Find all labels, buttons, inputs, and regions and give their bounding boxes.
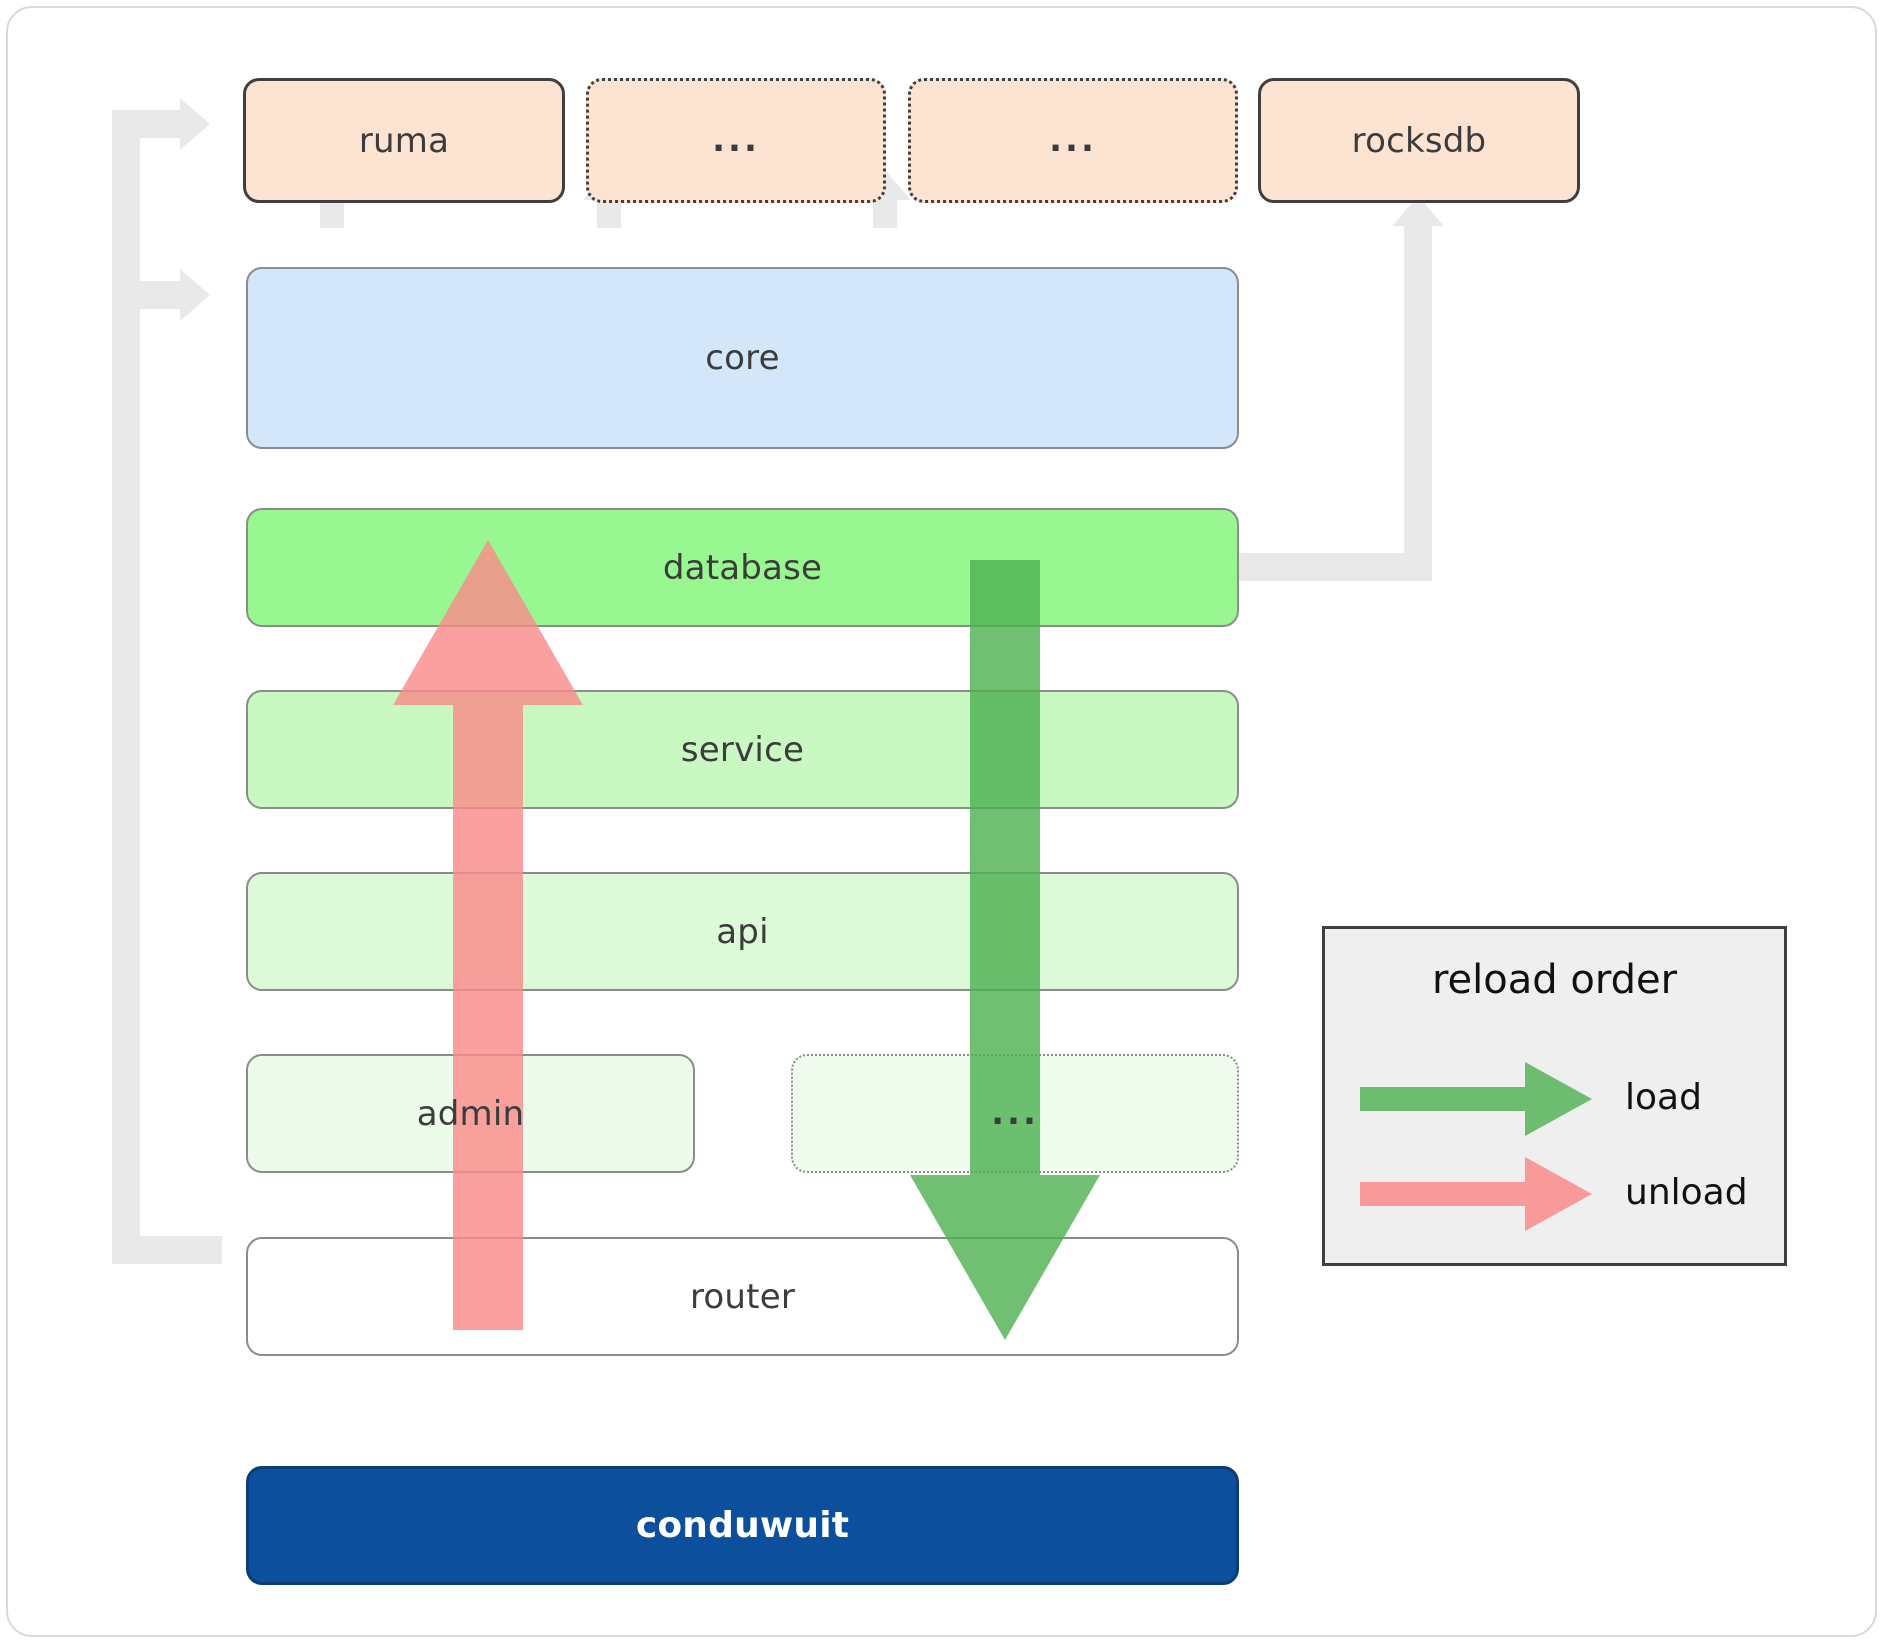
layer-box-service[interactable]: service [246, 690, 1239, 809]
legend-box: reload order load unload [1322, 926, 1787, 1266]
unload-arrow [388, 540, 588, 1330]
layer-box-router[interactable]: router [246, 1237, 1239, 1356]
legend-unload-label: unload [1625, 1172, 1748, 1213]
layer-label: api [716, 911, 769, 952]
binary-label: conduwuit [635, 1505, 850, 1546]
layer-box-core[interactable]: core [246, 267, 1239, 449]
dependency-label: rocksdb [1351, 120, 1487, 161]
layer-label: core [705, 338, 780, 378]
connector-branch-to-ruma [112, 110, 182, 138]
dependency-box-rocksdb[interactable]: rocksdb [1258, 78, 1580, 203]
layer-label: database [662, 547, 823, 588]
legend-load-label: load [1625, 1077, 1702, 1118]
connector-arrowhead-core [180, 269, 210, 321]
legend-title: reload order [1431, 957, 1678, 1003]
connector-branch-to-core [112, 281, 182, 309]
dependency-box-ruma[interactable]: ruma [243, 78, 565, 203]
connector-database-to-rocksdb-vertical [1404, 222, 1432, 581]
connector-branch-bottom [112, 1236, 222, 1264]
load-arrow [905, 560, 1105, 1340]
layer-label: ... [991, 1092, 1039, 1133]
legend-load-arrow-icon [1360, 1059, 1595, 1139]
layer-box-api[interactable]: api [246, 872, 1239, 991]
legend-unload-arrow-icon [1360, 1154, 1595, 1234]
dependency-label: ... [712, 119, 760, 160]
dependency-label: ruma [358, 120, 450, 161]
dependency-label: ... [1049, 119, 1097, 160]
layer-label: admin [416, 1093, 525, 1134]
dependency-box-placeholder-2[interactable]: ... [908, 78, 1238, 203]
dependency-box-placeholder-1[interactable]: ... [586, 78, 886, 203]
layer-label: service [680, 729, 805, 770]
layer-box-database[interactable]: database [246, 508, 1239, 627]
binary-box-conduwuit[interactable]: conduwuit [246, 1466, 1239, 1585]
layer-label: router [689, 1276, 795, 1317]
connector-arrowhead-ruma [180, 98, 210, 150]
